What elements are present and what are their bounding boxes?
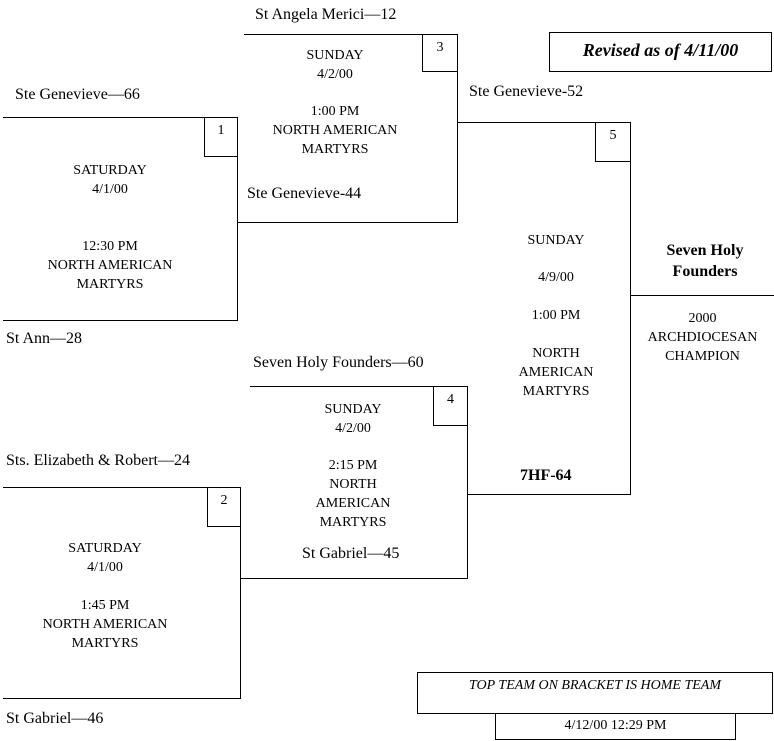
game-3-time: 1:00 PM [310,104,360,119]
game-4-top-team: Seven Holy Founders—60 [253,354,424,371]
revised-banner: Revised as of 4/11/00 [549,32,772,72]
game-5-top-team: Ste Genevieve-52 [469,83,584,100]
game-1-location: NORTH AMERICAN MARTYRS [47,258,173,292]
home-team-note: TOP TEAM ON BRACKET IS HOME TEAM [417,672,773,714]
bracket-line [3,320,238,321]
game-2-location: NORTH AMERICAN MARTYRS [42,617,168,651]
bracket-line [244,34,458,35]
game-1-date: 4/1/00 [92,182,128,197]
game-2-day: SATURDAY [68,541,142,556]
game-5-bottom-team: 7HF-64 [520,467,572,484]
game-3-day: SUNDAY [306,48,364,63]
game-2-time: 1:45 PM [80,598,130,613]
bracket-line [3,698,241,699]
game-4-number: 4 [433,386,468,426]
bracket-line [467,386,468,579]
game-5-number: 5 [595,122,631,162]
game-2-date: 4/1/00 [87,560,123,575]
game-5-location: NORTH AMERICAN MARTYRS [518,346,594,399]
game-3-date: 4/2/00 [317,67,353,82]
game-5-date: 4/9/00 [538,270,574,285]
bracket-line [457,34,458,223]
bracket-line [238,222,458,223]
timestamp: 4/12/00 12:29 PM [495,713,736,740]
game-4-time: 2:15 PM [328,458,378,473]
game-2-number: 2 [207,487,241,527]
game-2-bottom-team: St Gabriel—46 [6,710,104,727]
bracket-line [3,487,241,488]
champion-caption: 2000 ARCHDIOCESAN CHAMPION [647,311,758,364]
bracket-line [250,386,468,387]
game-1-top-team: Ste Genevieve—66 [15,86,140,103]
bracket-line [630,295,774,296]
bracket-line [3,117,238,118]
game-1-time: 12:30 PM [82,239,138,254]
game-4-date: 4/2/00 [335,421,371,436]
game-5-time: 1:00 PM [531,308,581,323]
game-3-top-team: St Angela Merici—12 [255,6,397,23]
bracket-line [457,122,631,123]
game-3-number: 3 [422,34,458,72]
game-4-location: NORTH AMERICAN MARTYRS [315,477,391,530]
game-4-bottom-team: St Gabriel—45 [302,545,400,562]
game-1-day: SATURDAY [73,163,147,178]
game-3-location: NORTH AMERICAN MARTYRS [272,123,398,157]
game-1-number: 1 [204,117,238,157]
champion-team: Seven Holy Founders [666,242,744,280]
game-4-day: SUNDAY [324,402,382,417]
game-5-day: SUNDAY [527,233,585,248]
bracket-line [630,122,631,495]
game-2-top-team: Sts. Elizabeth & Robert—24 [6,452,190,469]
bracket-line [237,117,238,321]
game-3-bottom-team: Ste Genevieve-44 [247,185,362,202]
bracket-line [240,487,241,699]
bracket-line [467,494,631,495]
game-1-bottom-team: St Ann—28 [6,330,83,347]
bracket-line [240,578,468,579]
